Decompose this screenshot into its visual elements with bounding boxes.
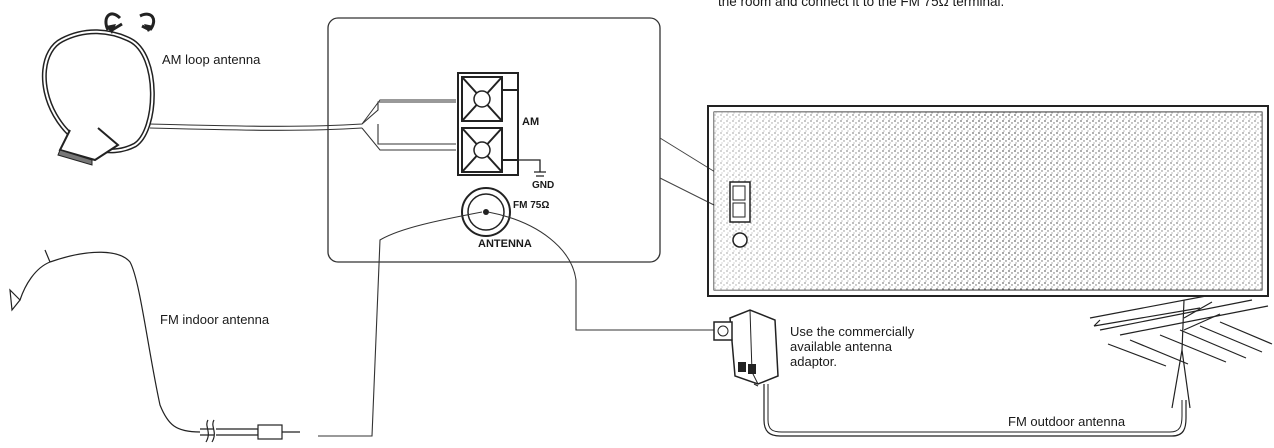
fm-indoor-antenna — [9, 249, 300, 443]
fm-outdoor-antenna-label: FM outdoor antenna — [1008, 414, 1126, 429]
fm-adaptor-wire — [487, 211, 716, 331]
fm-outdoor-wire — [763, 384, 1187, 437]
fm75-label: FM 75Ω — [513, 200, 550, 211]
top-instruction-text: the room and connect it to the FM 75Ω te… — [718, 0, 1005, 9]
am-terminal-block — [457, 72, 546, 177]
fm-indoor-wire — [318, 211, 483, 437]
adaptor-note-label: Use the commercially available antenna a… — [790, 324, 915, 369]
receiver-rear-view — [707, 105, 1269, 297]
fm-outdoor-antenna — [1089, 295, 1273, 409]
am-loop-antenna-label: AM loop antenna — [162, 52, 261, 67]
antenna-adaptor — [713, 309, 779, 387]
am-wire — [149, 101, 456, 145]
gnd-label: GND — [532, 180, 555, 191]
am-loop-antenna — [41, 12, 156, 166]
am-terminal-label: AM — [522, 116, 540, 128]
fm-indoor-antenna-label: FM indoor antenna — [160, 312, 270, 327]
antenna-label: ANTENNA — [478, 238, 532, 250]
fm75-jack — [461, 187, 511, 237]
rear-panel-box — [327, 17, 661, 263]
